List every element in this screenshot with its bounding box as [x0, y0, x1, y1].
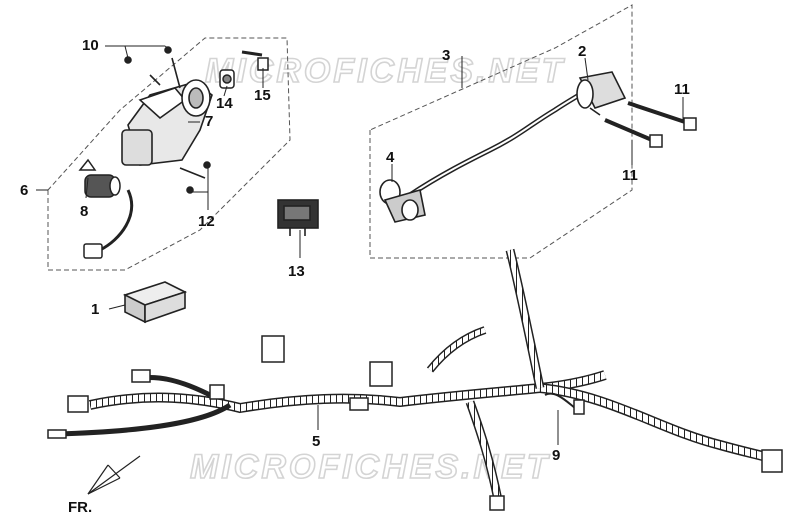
- bolt-upper: [627, 101, 697, 131]
- front-direction-arrow: [87, 455, 141, 495]
- callout-1: 1: [91, 301, 99, 318]
- front-direction-label: FR.: [68, 499, 92, 516]
- leader-lines: [36, 45, 684, 445]
- group-box-ignition: [47, 37, 291, 271]
- callout-4: 4: [386, 149, 395, 166]
- starter-cable-core: [409, 87, 591, 196]
- ignition-switch: [121, 46, 213, 194]
- key-cylinder: [78, 158, 121, 198]
- relay-box: [122, 281, 188, 324]
- callout-11-lower: 11: [622, 167, 638, 184]
- callout-2: 2: [578, 43, 586, 60]
- callout-11-upper: 11: [674, 81, 690, 98]
- harness-connectors: [47, 335, 783, 511]
- main-harness: [54, 248, 772, 501]
- flasher-part: [277, 199, 319, 236]
- switch-wire: [99, 189, 134, 252]
- holder-part: [219, 69, 235, 89]
- switch-connector: [83, 243, 103, 259]
- callout-5: 5: [312, 433, 320, 450]
- callout-9: 9: [552, 447, 560, 464]
- terminal-boot: [379, 179, 426, 223]
- callout-10: 10: [82, 37, 99, 54]
- group-box-starter: [369, 4, 633, 259]
- callout-14: 14: [216, 95, 233, 112]
- callout-12: 12: [198, 213, 215, 230]
- callout-13: 13: [288, 263, 305, 280]
- starter-relay: [576, 71, 627, 116]
- callout-6: 6: [20, 182, 28, 199]
- callout-15: 15: [254, 87, 271, 104]
- callout-7: 7: [205, 113, 213, 130]
- callout-3: 3: [442, 47, 450, 64]
- bolt-lower: [604, 118, 663, 148]
- callout-8: 8: [80, 203, 88, 220]
